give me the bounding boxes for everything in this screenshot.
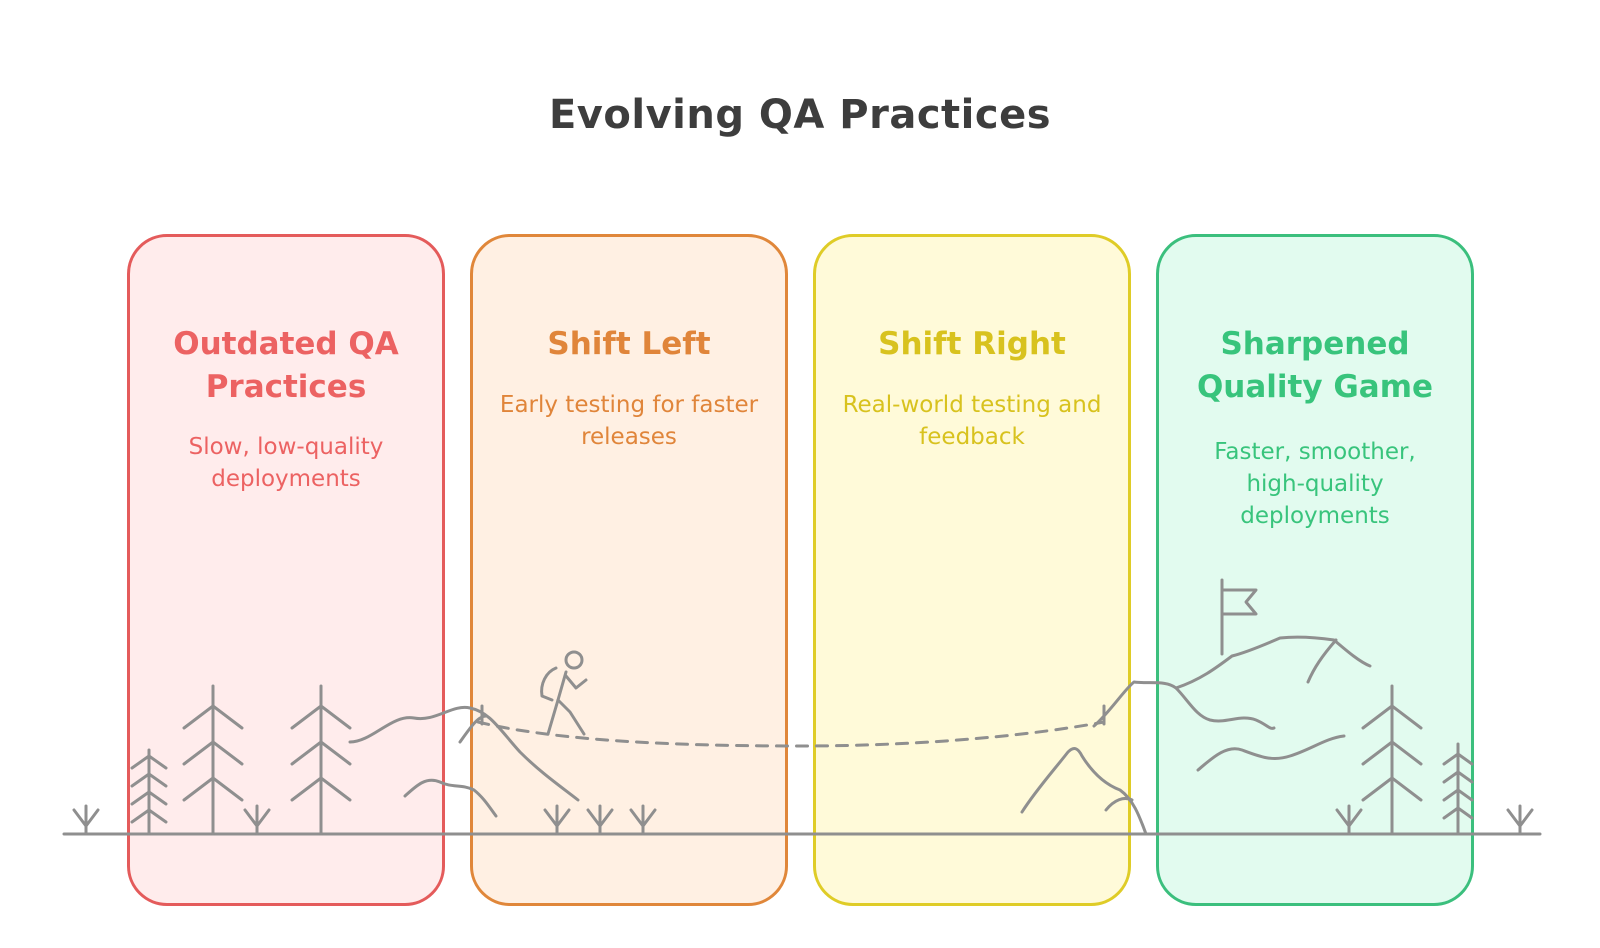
stage-description: Slow, low-quality deployments bbox=[188, 434, 384, 492]
stage-title: Shift Right bbox=[878, 326, 1066, 362]
stage-shift-right: Shift Right Real-world testing and feedb… bbox=[813, 234, 1131, 906]
stage-description: Faster, smoother, high-quality deploymen… bbox=[1214, 439, 1416, 529]
stage-title: Shift Left bbox=[547, 326, 711, 362]
grass-icon bbox=[72, 804, 100, 836]
stage-description: Early testing for faster releases bbox=[499, 392, 759, 450]
diagram-title: Evolving QA Practices bbox=[548, 92, 1052, 138]
stage-shift-left: Shift Left Early testing for faster rele… bbox=[470, 234, 788, 906]
stage-title: Sharpened Quality Game bbox=[1196, 326, 1434, 405]
grass-icon bbox=[1506, 804, 1534, 836]
stage-description: Real-world testing and feedback bbox=[842, 392, 1102, 450]
stage-title: Outdated QA Practices bbox=[173, 326, 399, 405]
stage-sharpened-quality: Sharpened Quality Game Faster, smoother,… bbox=[1156, 234, 1474, 906]
stage-outdated-qa: Outdated QA Practices Slow, low-quality … bbox=[127, 234, 445, 906]
